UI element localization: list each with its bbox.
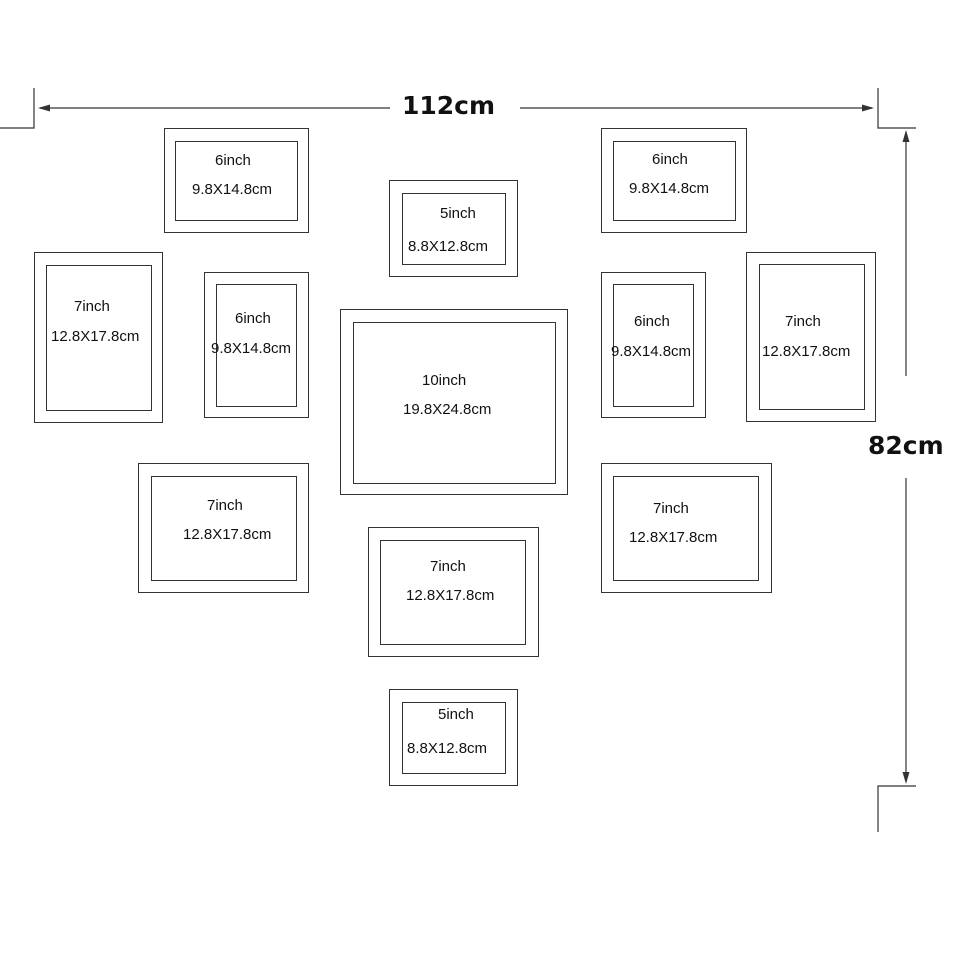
frame-dims-label: 12.8X17.8cm bbox=[406, 587, 495, 604]
width-dimension-label: 112cm bbox=[402, 91, 496, 120]
frame-mat bbox=[380, 540, 526, 645]
frame-size-label: 6inch bbox=[215, 152, 251, 169]
photo-frame-7inch: 7inch 12.8X17.8cm bbox=[601, 463, 772, 593]
photo-frame-6inch: 6inch 9.8X14.8cm bbox=[164, 128, 309, 233]
photo-frame-6inch: 6inch 9.8X14.8cm bbox=[601, 272, 706, 418]
photo-frame-7inch: 7inch 12.8X17.8cm bbox=[746, 252, 876, 422]
frame-mat bbox=[402, 702, 506, 774]
frame-size-label: 5inch bbox=[440, 205, 476, 222]
frame-mat bbox=[353, 322, 556, 484]
frame-dims-label: 9.8X14.8cm bbox=[629, 180, 710, 197]
frame-dims-label: 9.8X14.8cm bbox=[211, 340, 292, 357]
frame-mat bbox=[216, 284, 297, 407]
frame-mat bbox=[151, 476, 297, 581]
frame-dims-label: 8.8X12.8cm bbox=[407, 740, 488, 757]
arrowhead-down-icon bbox=[902, 772, 910, 784]
frame-size-label: 7inch bbox=[207, 497, 243, 514]
photo-frame-10inch: 10inch 19.8X24.8cm bbox=[340, 309, 568, 495]
frame-size-label: 7inch bbox=[430, 558, 466, 575]
frame-size-label: 5inch bbox=[438, 706, 474, 723]
arrowhead-right-icon bbox=[862, 104, 874, 112]
frame-size-label: 7inch bbox=[74, 298, 110, 315]
frame-size-label: 7inch bbox=[785, 313, 821, 330]
height-dimension-label: 82cm bbox=[868, 431, 944, 460]
arrowhead-up-icon bbox=[902, 130, 910, 142]
frame-size-label: 10inch bbox=[422, 372, 467, 389]
frame-dims-label: 8.8X12.8cm bbox=[408, 238, 489, 255]
frame-dims-label: 12.8X17.8cm bbox=[762, 343, 851, 360]
frame-dims-label: 12.8X17.8cm bbox=[183, 526, 272, 543]
frame-dims-label: 19.8X24.8cm bbox=[403, 401, 492, 418]
frame-size-label: 6inch bbox=[634, 313, 670, 330]
photo-frame-7inch: 7inch 12.8X17.8cm bbox=[34, 252, 163, 423]
frame-mat bbox=[613, 284, 694, 407]
frame-mat bbox=[759, 264, 865, 410]
frame-size-label: 6inch bbox=[652, 151, 688, 168]
photo-frame-7inch: 7inch 12.8X17.8cm bbox=[138, 463, 309, 593]
bottom-right-corner-mark bbox=[877, 785, 916, 832]
photo-frame-6inch: 6inch 9.8X14.8cm bbox=[601, 128, 747, 233]
frame-size-label: 6inch bbox=[235, 310, 271, 327]
photo-frame-5inch: 5inch 8.8X12.8cm bbox=[389, 180, 518, 277]
photo-frame-5inch: 5inch 8.8X12.8cm bbox=[389, 689, 518, 786]
photo-frame-6inch: 6inch 9.8X14.8cm bbox=[204, 272, 309, 418]
frame-mat bbox=[613, 141, 736, 221]
frame-mat bbox=[402, 193, 506, 265]
frame-mat bbox=[175, 141, 298, 221]
frame-dims-label: 9.8X14.8cm bbox=[611, 343, 692, 360]
frame-mat bbox=[613, 476, 759, 581]
frame-dims-label: 12.8X17.8cm bbox=[51, 328, 140, 345]
frame-mat bbox=[46, 265, 152, 411]
frame-size-label: 7inch bbox=[653, 500, 689, 517]
photo-frame-7inch: 7inch 12.8X17.8cm bbox=[368, 527, 539, 657]
frame-dims-label: 9.8X14.8cm bbox=[192, 181, 273, 198]
arrowhead-left-icon bbox=[38, 104, 50, 112]
top-right-corner-mark bbox=[877, 88, 916, 129]
top-left-corner-mark bbox=[0, 88, 35, 129]
frame-dims-label: 12.8X17.8cm bbox=[629, 529, 718, 546]
